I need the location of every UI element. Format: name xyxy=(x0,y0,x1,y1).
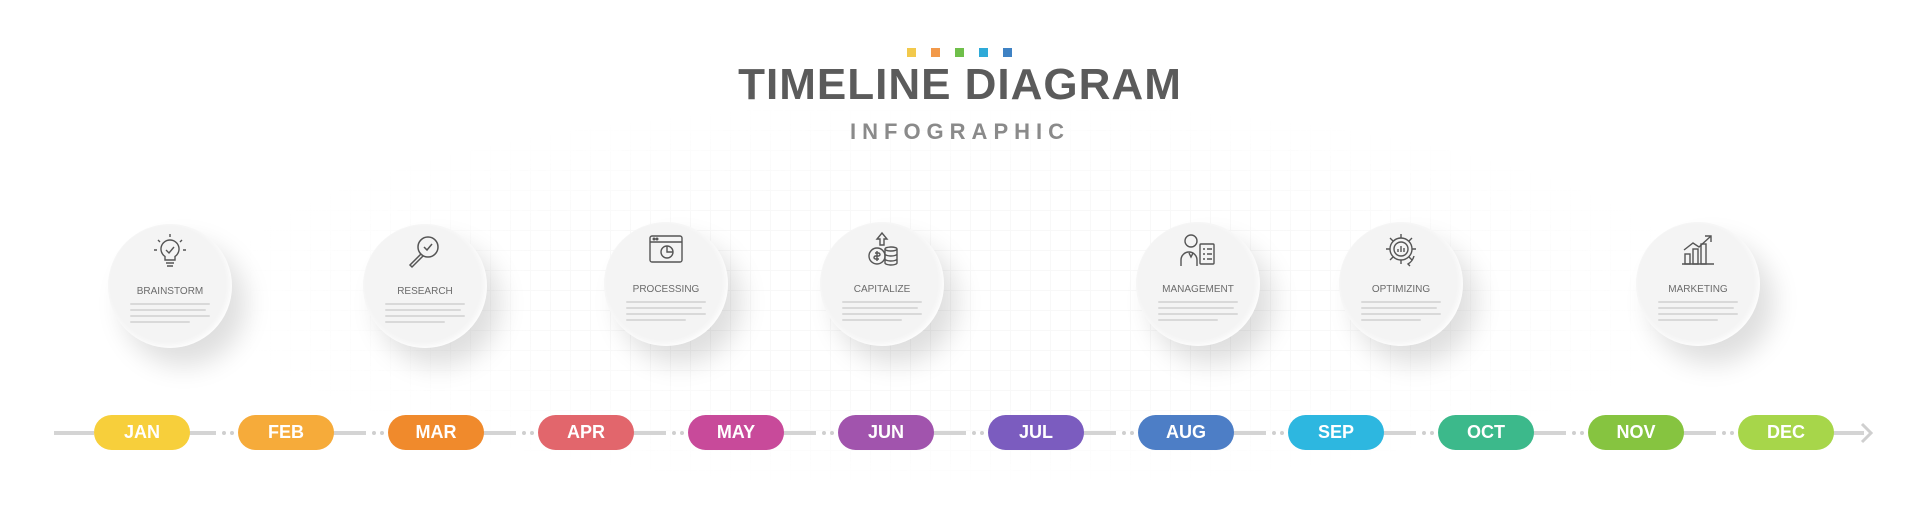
step-description xyxy=(1658,301,1738,325)
step-card-research: RESEARCH xyxy=(363,224,487,348)
step-card-brainstorm: BRAINSTORM xyxy=(108,224,232,348)
timeline-dots xyxy=(1272,431,1284,435)
color-dot xyxy=(979,48,988,57)
month-pill-apr: APR xyxy=(538,415,634,450)
timeline-dots xyxy=(972,431,984,435)
browser-chart-icon xyxy=(649,235,683,263)
timeline-line xyxy=(330,431,366,435)
month-label: DEC xyxy=(1766,422,1805,442)
step-label: MARKETING xyxy=(1668,284,1728,295)
timeline-line xyxy=(54,431,94,435)
month-pill-oct: OCT xyxy=(1438,415,1534,450)
timeline-arrow-icon xyxy=(1860,422,1874,444)
magnifier-icon xyxy=(408,236,439,269)
timeline-line xyxy=(1530,431,1566,435)
step-label: CAPITALIZE xyxy=(853,284,911,295)
timeline-dots xyxy=(1422,431,1434,435)
step-card-optimizing: OPTIMIZING xyxy=(1339,222,1463,346)
step-description xyxy=(385,303,465,327)
step-card-processing: PROCESSING xyxy=(604,222,728,346)
timeline-line xyxy=(1380,431,1416,435)
timeline-line xyxy=(630,431,666,435)
timeline-line xyxy=(1080,431,1116,435)
month-label: JAN xyxy=(123,422,160,442)
timeline-dots xyxy=(222,431,234,435)
month-pill-jun: JUN xyxy=(838,415,934,450)
month-pill-jan: JAN xyxy=(94,415,190,450)
month-label: NOV xyxy=(1616,422,1656,442)
step-label: BRAINSTORM xyxy=(136,286,204,297)
step-description xyxy=(626,301,706,325)
step-card-management: MANAGEMENT xyxy=(1136,222,1260,346)
step-card-capitalize: CAPITALIZE xyxy=(820,222,944,346)
color-dots xyxy=(907,48,1012,57)
month-label: FEB xyxy=(268,422,304,442)
step-label: MANAGEMENT xyxy=(1162,284,1234,295)
step-label: PROCESSING xyxy=(632,284,700,295)
timeline-line xyxy=(930,431,966,435)
step-description xyxy=(842,301,922,325)
growth-chart-icon xyxy=(1682,235,1714,265)
step-description xyxy=(1158,301,1238,325)
timeline-line xyxy=(180,431,216,435)
month-label: OCT xyxy=(1467,422,1505,442)
color-dot xyxy=(931,48,940,57)
lightbulb-icon xyxy=(154,234,186,267)
timeline-dots xyxy=(822,431,834,435)
step-description xyxy=(130,303,210,327)
timeline-dots xyxy=(1722,431,1734,435)
timeline-line xyxy=(780,431,816,435)
month-label: APR xyxy=(566,422,605,442)
color-dot xyxy=(1003,48,1012,57)
timeline-dots xyxy=(1572,431,1584,435)
page-subtitle: INFOGRAPHIC xyxy=(850,119,1070,144)
timeline-line xyxy=(1830,431,1864,435)
month-pill-may: MAY xyxy=(688,415,784,450)
month-label: MAY xyxy=(716,422,756,442)
month-label: SEP xyxy=(1317,422,1355,442)
coins-icon xyxy=(868,231,898,266)
step-description xyxy=(1361,301,1441,325)
month-pill-sep: SEP xyxy=(1288,415,1384,450)
month-label: JUN xyxy=(867,422,904,442)
month-pill-jul: JUL xyxy=(988,415,1084,450)
timeline-dots xyxy=(672,431,684,435)
timeline-dots xyxy=(372,431,384,435)
month-label: MAR xyxy=(415,422,457,442)
month-label: JUL xyxy=(1018,422,1053,442)
step-label: RESEARCH xyxy=(397,286,453,297)
color-dot xyxy=(955,48,964,57)
month-pill-mar: MAR xyxy=(388,415,484,450)
timeline-line xyxy=(1680,431,1716,435)
timeline-line xyxy=(1230,431,1266,435)
gear-icon xyxy=(1386,234,1416,267)
step-card-marketing: MARKETING xyxy=(1636,222,1760,346)
timeline-dots xyxy=(522,431,534,435)
month-pill-nov: NOV xyxy=(1588,415,1684,450)
month-pill-dec: DEC xyxy=(1738,415,1834,450)
timeline-dots xyxy=(1122,431,1134,435)
month-pill-feb: FEB xyxy=(238,415,334,450)
color-dot xyxy=(907,48,916,57)
month-label: AUG xyxy=(1166,422,1206,442)
step-label: OPTIMIZING xyxy=(1371,284,1431,295)
manager-icon xyxy=(1180,234,1215,266)
timeline-line xyxy=(480,431,516,435)
month-pill-aug: AUG xyxy=(1138,415,1234,450)
page-title: TIMELINE DIAGRAM xyxy=(738,60,1182,109)
